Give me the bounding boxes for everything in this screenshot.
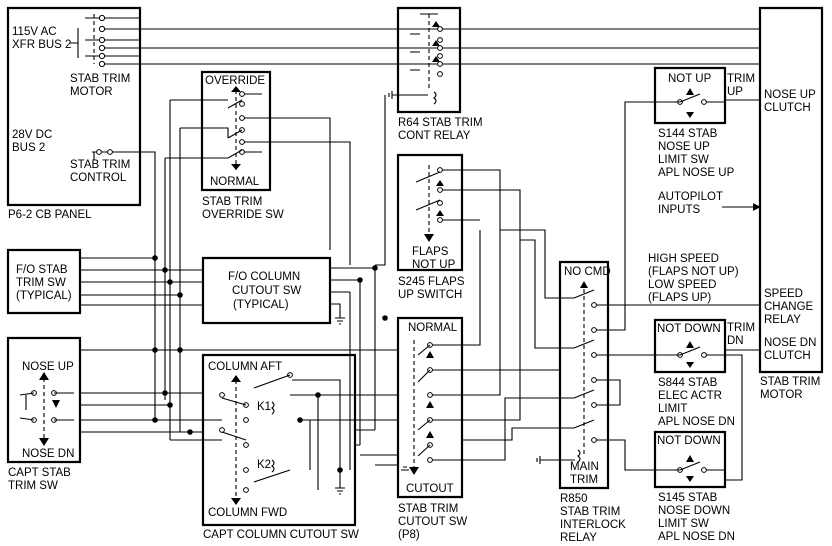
capt-column-cutout-switch: COLUMN AFT COLUMN FWD K1 K2 CAPT COLUMN … (201, 353, 359, 541)
s245-flaps-up-switch: FLAPS NOT UP S245 FLAPS UP SWITCH (396, 153, 465, 301)
r64-caption-2: CONT RELAY (398, 130, 471, 142)
capt-column-bottom-label: COLUMN FWD (208, 507, 287, 519)
r64-caption: R64 STAB TRIM (398, 117, 483, 129)
motor-nose-up-label-2: CLUTCH (764, 102, 811, 114)
s145-nose-down-limit-switch: NOT DOWN S145 STAB NOSE DOWN LIMIT SW AP… (653, 430, 735, 543)
capt-column-top-label: COLUMN AFT (208, 361, 282, 373)
p6-2-cb-panel: 115V AC XFR BUS 2 STAB TRIM MOTOR 28V DC… (6, 6, 142, 221)
r850-caption: R850 (560, 493, 588, 505)
s144-caption-2: NOSE UP (658, 141, 710, 153)
motor-cb-label-2: MOTOR (70, 86, 113, 98)
bus-115v-label: 115V AC (12, 26, 57, 38)
s844-caption-2: ELEC ACTR (658, 390, 722, 402)
motor-caption: STAB TRIM (760, 376, 820, 388)
r850-top-label: NO CMD (564, 266, 611, 278)
control-cb-label-2: CONTROL (70, 172, 127, 184)
s145-label: NOT DOWN (657, 435, 721, 447)
bus-28v-label: 28V DC (12, 129, 52, 141)
s144-caption-4: APL NOSE UP (658, 167, 735, 179)
s145-caption-4: APL NOSE DN (658, 531, 735, 543)
s144-caption: S144 STAB (658, 128, 718, 140)
cutout-top-label: NORMAL (408, 322, 458, 334)
control-cb-label: STAB TRIM (70, 159, 130, 171)
override-switch: OVERRIDE NORMAL STAB TRIM OVERRIDE SW (200, 70, 284, 221)
s145-caption: S145 STAB (658, 492, 718, 504)
bus-28v-label-2: BUS 2 (12, 142, 45, 154)
motor-cb-label: STAB TRIM (70, 73, 130, 85)
autopilot-label: AUTOPILOT (658, 191, 723, 203)
fo-trim-label-2: TRIM SW (16, 277, 66, 289)
s844-caption: S844 STAB (658, 377, 718, 389)
fo-column-label: F/O COLUMN (228, 271, 300, 283)
motor-speed-label-3: RELAY (764, 314, 801, 326)
stab-trim-cutout-switch: NORMAL CUTOUT STAB TRIM CUTOUT SW (P8) (396, 316, 467, 541)
r850-caption-2: STAB TRIM (560, 506, 620, 518)
s844-caption-3: LIMIT (658, 403, 687, 415)
s844-side-label: TRIM (727, 322, 755, 334)
override-caption: STAB TRIM (202, 196, 262, 208)
s245-caption-2: UP SWITCH (398, 289, 462, 301)
override-top-label: OVERRIDE (205, 75, 265, 87)
s144-label: NOT UP (668, 73, 712, 85)
fo-stab-trim-switch: F/O STAB TRIM SW (TYPICAL) (6, 248, 82, 315)
r850-interlock-relay: NO CMD MAIN TRIM R850 STAB TRIM INTERLOC… (536, 260, 626, 544)
s245-label: FLAPS (412, 246, 449, 258)
fo-column-label-3: (TYPICAL) (233, 299, 289, 311)
k1-label: K1 (257, 401, 271, 413)
fo-column-cutout-switch: F/O COLUMN CUTOUT SW (TYPICAL) (201, 256, 332, 325)
capt-trim-top-label: NOSE UP (22, 361, 74, 373)
r64-relay: R64 STAB TRIM CONT RELAY (388, 6, 483, 142)
capt-trim-caption: CAPT STAB (8, 467, 71, 479)
override-caption-2: OVERRIDE SW (202, 209, 284, 221)
capt-column-caption: CAPT COLUMN CUTOUT SW (203, 529, 359, 541)
fo-trim-label-3: (TYPICAL) (16, 290, 72, 302)
speed-note-1: HIGH SPEED (648, 253, 719, 265)
speed-notes: HIGH SPEED (FLAPS NOT UP) LOW SPEED (FLA… (648, 253, 739, 304)
cutout-caption: STAB TRIM (398, 503, 458, 515)
speed-note-4: (FLAPS UP) (648, 292, 711, 304)
r850-bottom-label: MAIN (570, 461, 599, 473)
s145-caption-2: NOSE DOWN (658, 505, 730, 517)
capt-trim-caption-2: TRIM SW (8, 480, 58, 492)
speed-note-2: (FLAPS NOT UP) (648, 266, 739, 278)
capt-stab-trim-switch: NOSE UP NOSE DN CAPT STAB TRIM SW (6, 336, 82, 492)
s844-label: NOT DOWN (657, 323, 721, 335)
capt-trim-bottom-label: NOSE DN (22, 448, 74, 460)
s844-side-label-2: DN (727, 335, 744, 347)
motor-nose-dn-label-2: CLUTCH (764, 350, 811, 362)
s144-caption-3: LIMIT SW (658, 154, 709, 166)
r850-caption-3: INTERLOCK (560, 519, 626, 531)
s144-nose-up-limit-switch: NOT UP TRIM UP S144 STAB NOSE UP LIMIT S… (653, 66, 755, 179)
p6-2-caption: P6-2 CB PANEL (8, 209, 92, 221)
s844-caption-4: APL NOSE DN (658, 416, 735, 428)
motor-nose-up-label: NOSE UP (764, 89, 816, 101)
fo-column-label-2: CUTOUT SW (232, 285, 301, 297)
s245-caption: S245 FLAPS (398, 276, 465, 288)
fo-trim-label: F/O STAB (16, 264, 68, 276)
r850-caption-4: RELAY (560, 532, 597, 544)
override-bottom-label: NORMAL (210, 176, 260, 188)
s144-side-label-2: UP (727, 86, 743, 98)
r850-bottom-label-2: TRIM (570, 474, 598, 486)
cutout-caption-3: (P8) (398, 529, 420, 541)
s144-side-label: TRIM (727, 73, 755, 85)
motor-caption-2: MOTOR (760, 389, 803, 401)
cutout-bottom-label: CUTOUT (406, 483, 454, 495)
cutout-caption-2: CUTOUT SW (398, 516, 467, 528)
k2-label: K2 (257, 459, 271, 471)
s245-label-2: NOT UP (412, 259, 456, 271)
bus-115v-label-2: XFR BUS 2 (12, 39, 71, 51)
motor-nose-dn-label: NOSE DN (764, 337, 816, 349)
stab-trim-motor: NOSE UP CLUTCH SPEED CHANGE RELAY NOSE D… (758, 6, 824, 401)
motor-speed-label-2: CHANGE (764, 301, 814, 313)
s145-caption-3: LIMIT SW (658, 518, 709, 530)
junction-dots (152, 255, 388, 473)
autopilot-inputs: AUTOPILOT INPUTS (658, 191, 761, 216)
speed-note-3: LOW SPEED (648, 279, 716, 291)
motor-speed-label: SPEED (764, 288, 803, 300)
s844-elec-actr-limit-switch: NOT DOWN TRIM DN S844 STAB ELEC ACTR LIM… (653, 318, 755, 428)
autopilot-label-2: INPUTS (658, 204, 701, 216)
